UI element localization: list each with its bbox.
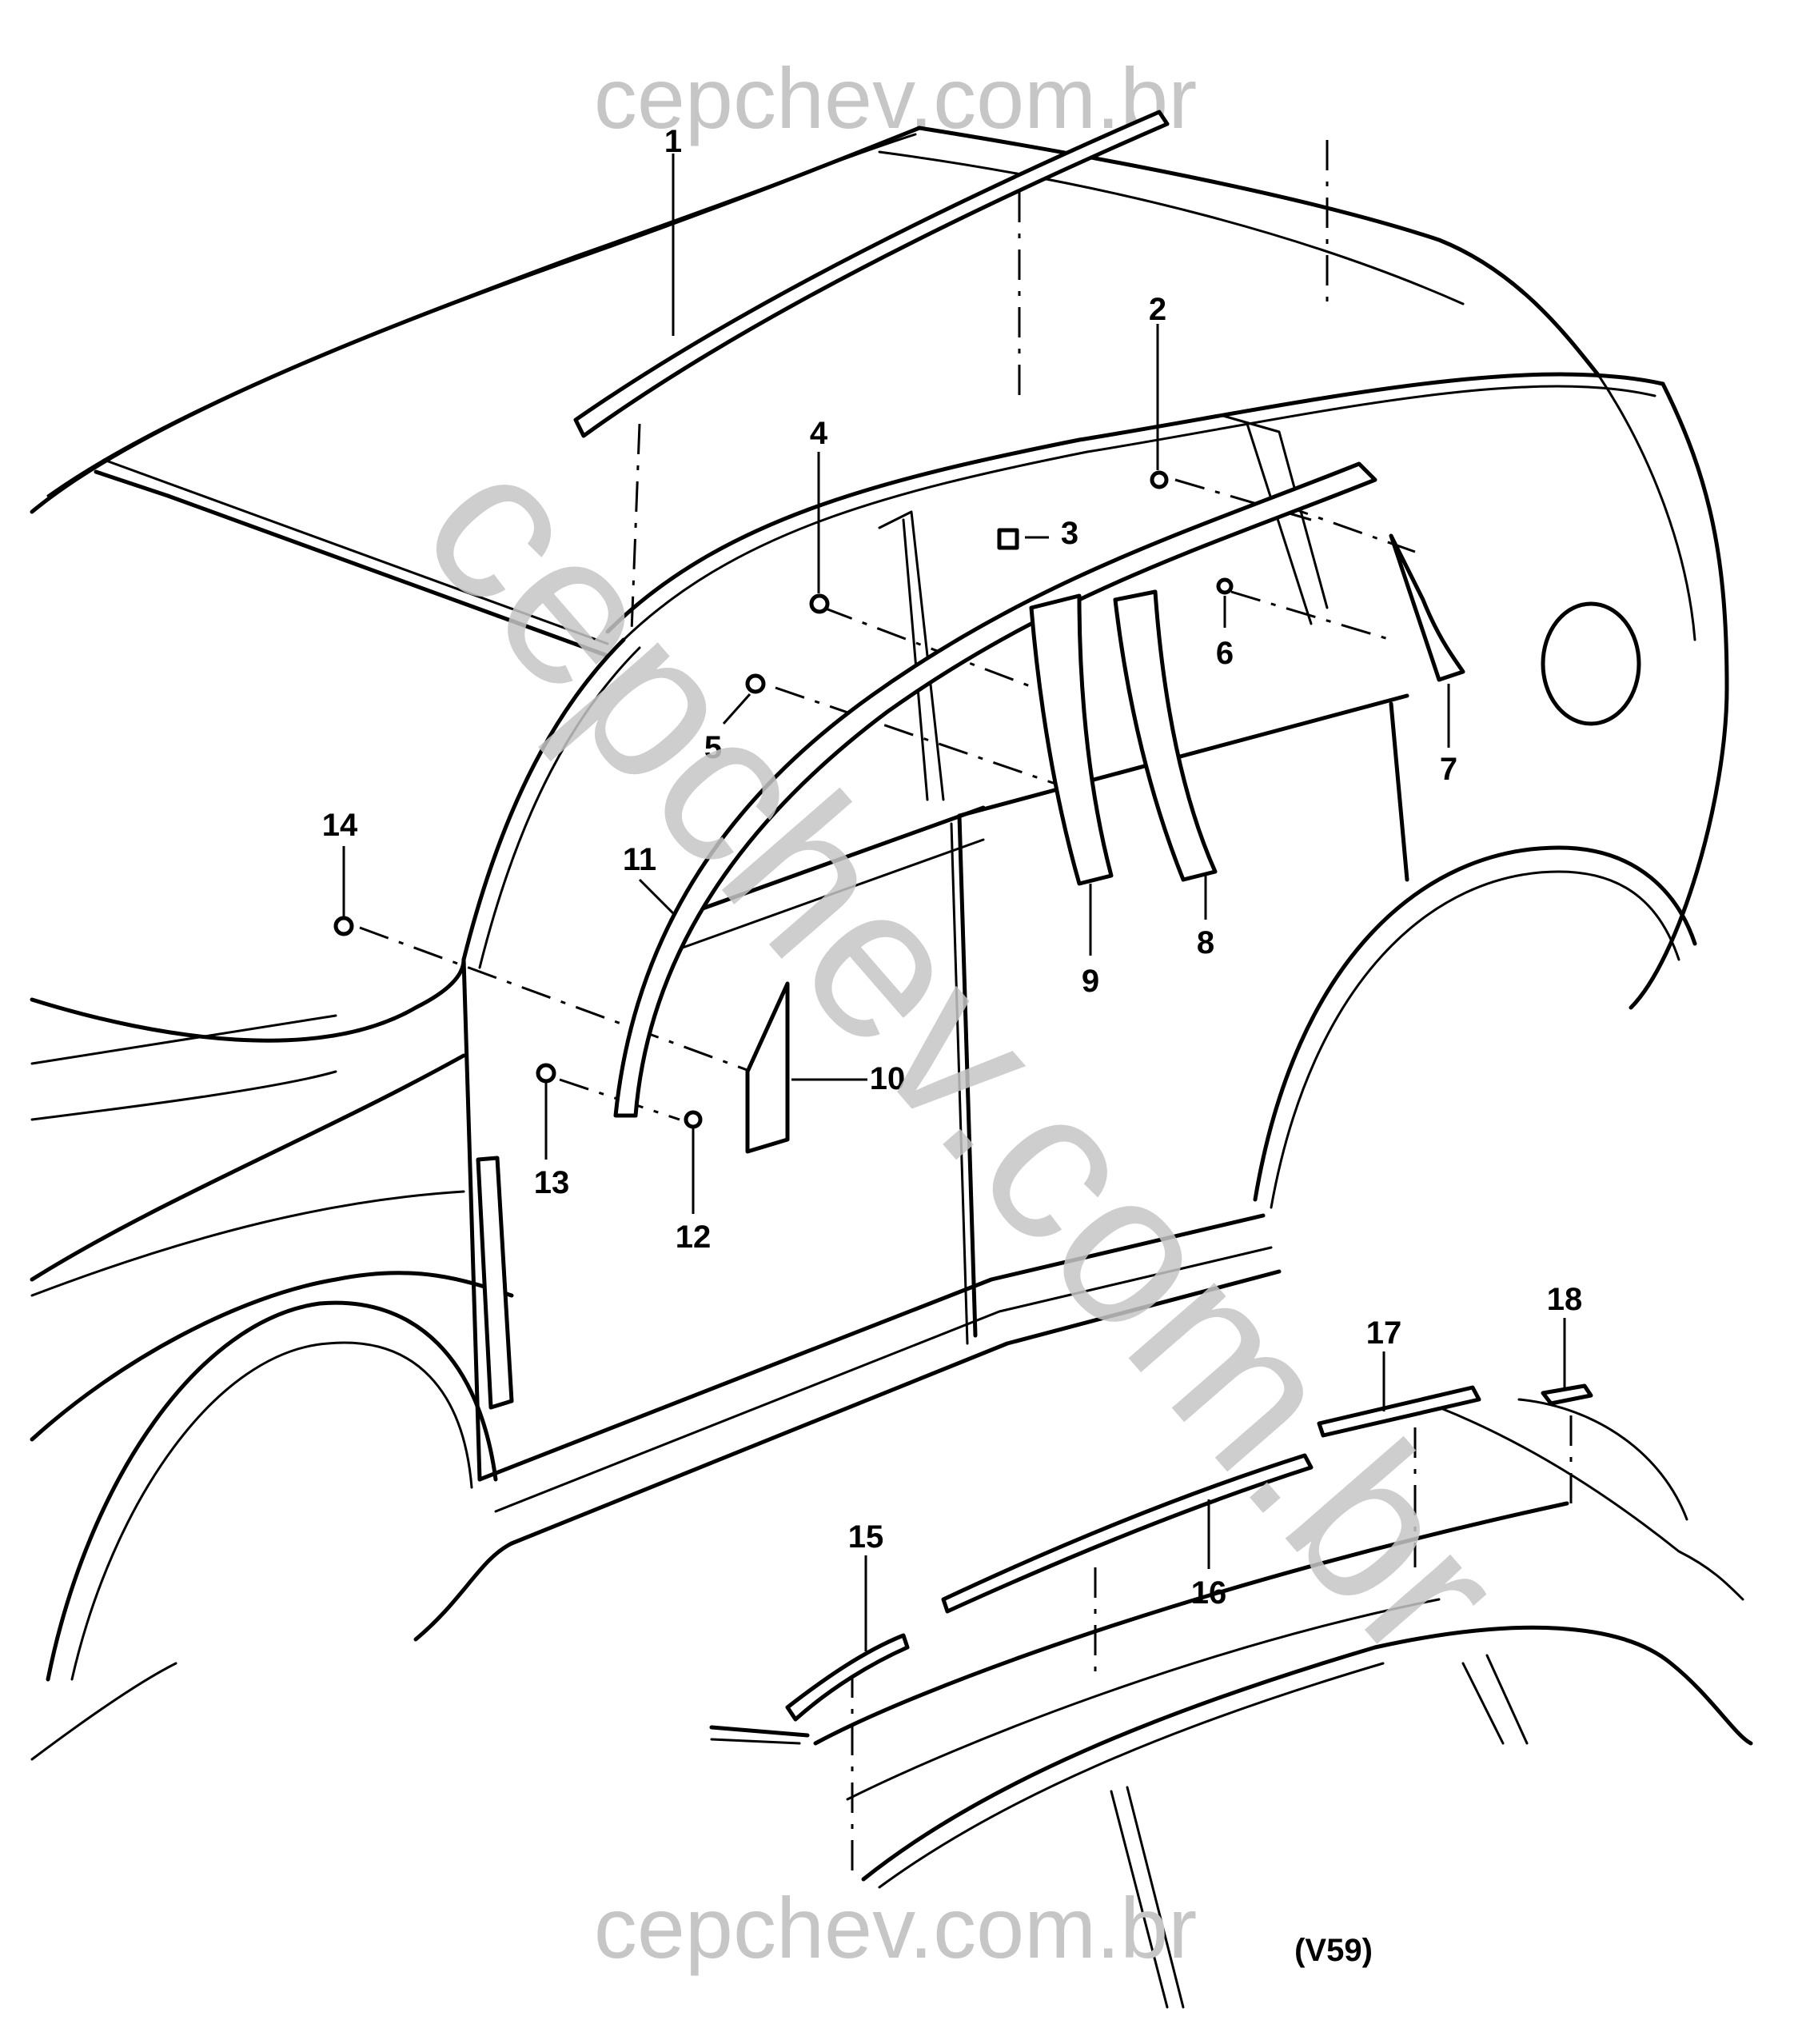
callout-8: 8 — [1197, 925, 1214, 960]
callout-1: 1 — [664, 124, 682, 159]
part-10-mirror-patch — [745, 981, 790, 1154]
leader-lines — [342, 154, 1566, 1651]
callout-18: 18 — [1547, 1282, 1583, 1317]
figure-code: (V59) — [1294, 1933, 1373, 1968]
part-3-clip — [997, 528, 1019, 550]
part-18-plug — [1541, 1383, 1593, 1406]
roof-detail-view — [709, 1398, 1753, 2009]
fasteners — [333, 470, 1234, 1129]
callout-9: 9 — [1082, 964, 1099, 999]
callout-4: 4 — [810, 416, 828, 451]
installation-lines-lower — [851, 1415, 1573, 1871]
callout-16: 16 — [1191, 1575, 1227, 1611]
callout-14: 14 — [322, 808, 358, 843]
part-12-screw — [684, 1110, 703, 1129]
part-15-molding — [785, 1633, 910, 1722]
part-8-pillar-applique-rear — [1113, 589, 1218, 882]
part-13-screw — [536, 1063, 556, 1084]
callout-2: 2 — [1149, 292, 1166, 327]
part-7-rear-applique — [1389, 533, 1465, 682]
vehicle-body — [30, 126, 1729, 1761]
part-4-screw — [809, 593, 830, 614]
callout-6: 6 — [1216, 636, 1234, 671]
callout-11: 11 — [623, 842, 656, 877]
callout-7: 7 — [1440, 752, 1457, 787]
part-11-door-frame-molding — [613, 461, 1377, 1118]
callout-3: 3 — [1061, 516, 1078, 551]
part-17-molding — [1317, 1385, 1481, 1438]
watermark-bottom: cepchev.com.br — [594, 1879, 1197, 1976]
callout-15: 15 — [848, 1519, 884, 1555]
part-1-roof-molding — [573, 110, 1170, 438]
part-9-pillar-applique-front — [1029, 593, 1114, 886]
watermark-diagonal: cepchev.com.br — [377, 407, 1549, 1703]
callout-12: 12 — [676, 1220, 712, 1255]
fender-vent — [476, 1156, 514, 1410]
part-2-screw — [1150, 470, 1169, 489]
callout-10: 10 — [870, 1061, 906, 1096]
part-14-screw — [333, 916, 354, 936]
part-5-screw — [745, 673, 766, 694]
callout-5: 5 — [704, 730, 722, 765]
callout-17: 17 — [1366, 1315, 1402, 1351]
part-16-molding — [941, 1453, 1314, 1614]
callout-13: 13 — [534, 1165, 570, 1200]
callouts: 1 2 3 4 5 6 7 8 9 10 11 12 13 14 15 16 1… — [322, 124, 1583, 1611]
part-6-screw — [1216, 577, 1234, 595]
watermark-top: cepchev.com.br — [594, 50, 1197, 146]
